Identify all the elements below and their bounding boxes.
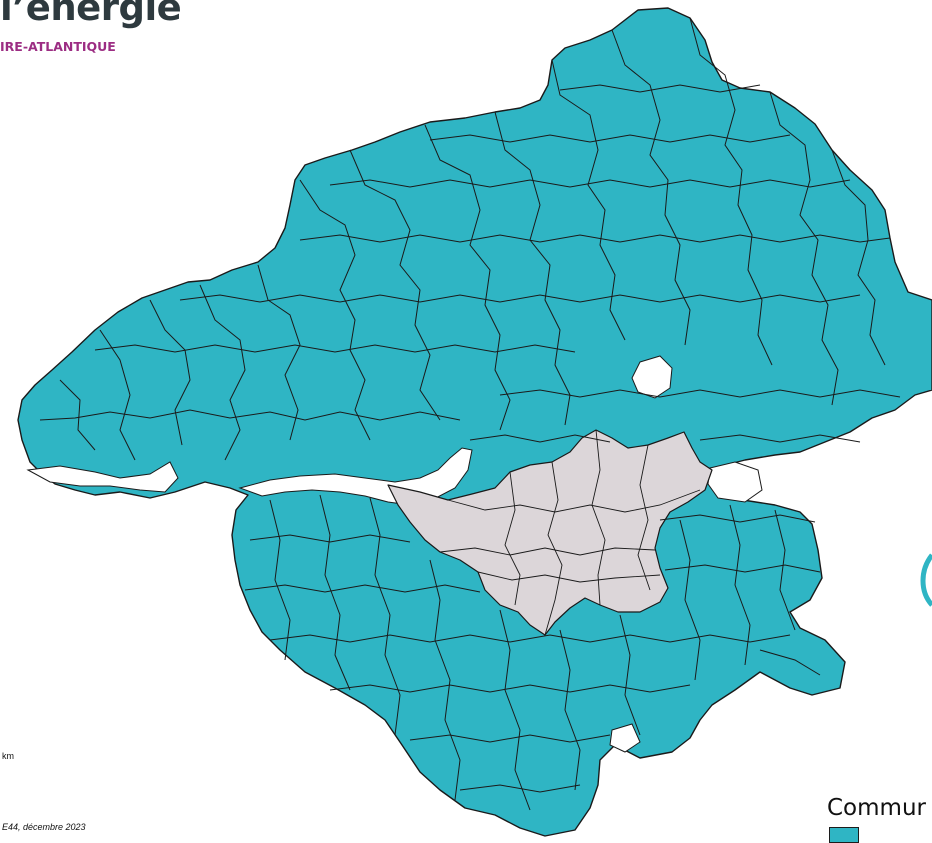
brand-title: l’énergie	[0, 0, 182, 29]
map-credit: E44, décembre 2023	[2, 822, 86, 832]
east-enclave	[707, 461, 763, 503]
commune-boundaries	[39, 17, 901, 811]
legend-title: Commur	[827, 795, 926, 821]
communes-area	[17, 7, 932, 837]
legend-swatch	[829, 827, 859, 843]
loire-estuary	[26, 461, 179, 493]
scale-unit: km	[2, 751, 14, 761]
decorative-arc	[920, 553, 932, 607]
north-enclave	[631, 355, 673, 399]
brand-subtitle: IRE-ATLANTIQUE	[0, 39, 116, 54]
metropole-area	[387, 429, 713, 636]
metropole-boundaries	[439, 429, 701, 636]
south-enclave	[609, 723, 641, 753]
